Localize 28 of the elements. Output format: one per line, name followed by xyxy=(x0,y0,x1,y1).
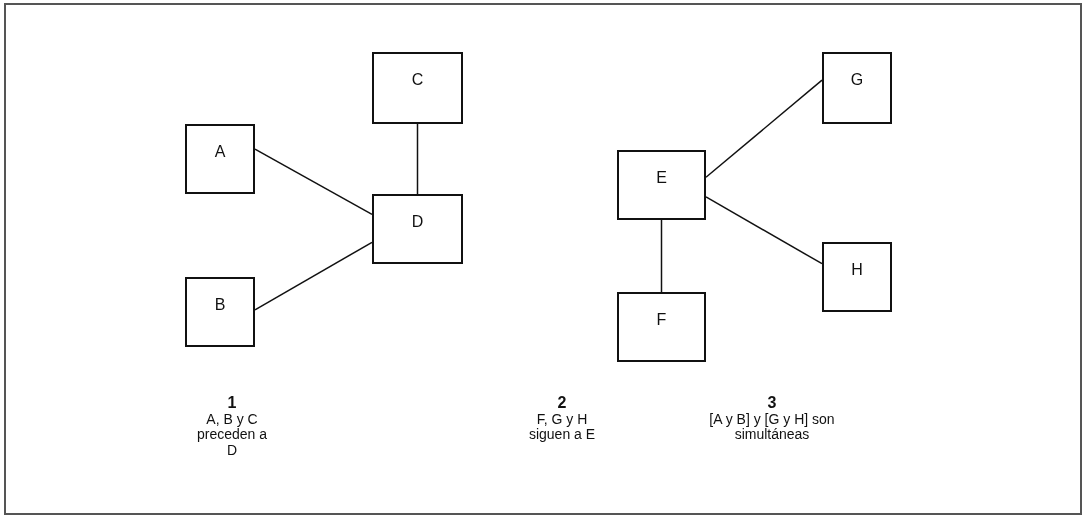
activity-box xyxy=(185,124,255,194)
case-number: 3 xyxy=(767,395,777,412)
case-description: F, G y H siguen a E xyxy=(527,411,597,443)
node-label: A xyxy=(214,144,226,160)
node-label: G xyxy=(850,72,864,88)
case-description: A, B y C preceden a D xyxy=(195,411,269,458)
activity-box xyxy=(822,52,892,124)
case-number: 1 xyxy=(227,395,237,412)
node-label: F xyxy=(656,312,667,328)
activity-box xyxy=(617,292,706,362)
case-number: 2 xyxy=(557,395,567,412)
node-label: H xyxy=(851,262,863,278)
node-label: E xyxy=(656,170,667,186)
connector-line xyxy=(416,123,419,195)
connector-line xyxy=(705,196,823,265)
connector-line xyxy=(705,79,823,179)
node-label: B xyxy=(214,297,226,313)
activity-box xyxy=(372,52,463,124)
node-label: C xyxy=(411,72,424,88)
connector-line xyxy=(254,148,373,216)
activity-box xyxy=(822,242,892,312)
node-label: D xyxy=(411,214,424,230)
connector-line xyxy=(254,241,373,311)
activity-box xyxy=(185,277,255,347)
activity-box xyxy=(617,150,706,220)
activity-box xyxy=(372,194,463,264)
connector-line xyxy=(660,219,663,293)
case-description: [A y B] y [G y H] son simultáneas xyxy=(708,411,836,443)
